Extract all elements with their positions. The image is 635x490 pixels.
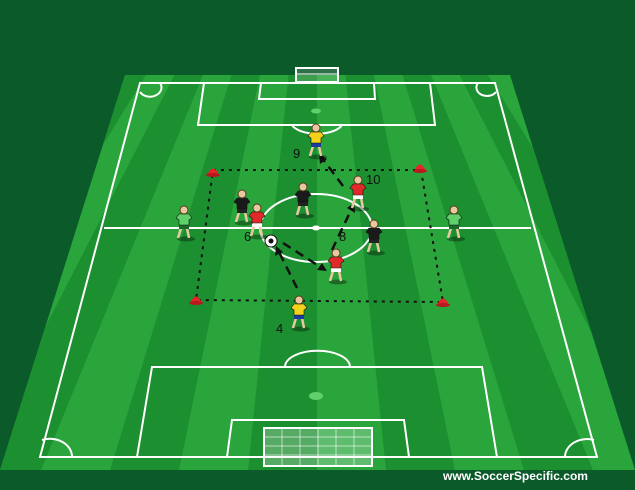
player-red-8: [327, 248, 347, 285]
movement-arrows: [276, 157, 354, 289]
touchline-boundary: [38, 82, 599, 458]
top-goal-area: [257, 82, 377, 100]
pass-arrow-ball-to-8: [282, 241, 323, 270]
label-4: 4: [276, 321, 283, 336]
player-yellow-9: [307, 123, 327, 160]
bottom-penalty-arc: [284, 349, 351, 368]
cone-top-right: [413, 164, 427, 173]
player-green-left: [175, 205, 195, 242]
grid-boundary: [194, 169, 445, 304]
player-black-2: [294, 182, 314, 219]
bottom-penalty-area: [136, 366, 498, 458]
top-penalty-spot: [311, 108, 321, 114]
cone-top-left: [206, 168, 220, 177]
corner-arc-tl: [139, 82, 163, 98]
top-goal: [295, 67, 339, 83]
player-green-right: [445, 205, 465, 242]
label-8: 8: [339, 229, 346, 244]
corner-arc-tr: [475, 82, 497, 97]
watermark: www.SoccerSpecific.com: [442, 469, 588, 483]
cone-bottom-right: [436, 298, 450, 307]
corner-arc-bl: [41, 437, 74, 458]
corner-arc-br: [564, 438, 595, 458]
pass-arrow-4-to-ball: [276, 249, 299, 289]
ball: [264, 234, 278, 248]
bottom-goal: [263, 427, 373, 467]
pass-arrow-8-to-10: [330, 207, 354, 251]
center-spot: [312, 225, 320, 231]
cone-bottom-left: [189, 296, 203, 305]
player-black-3: [365, 219, 385, 256]
label-9: 9: [293, 146, 300, 161]
players: [175, 123, 465, 332]
label-10: 10: [366, 172, 380, 187]
player-black-1: [233, 189, 253, 226]
pass-arrow-10-to-9: [321, 157, 344, 187]
bottom-goal-area: [226, 419, 410, 458]
player-red-6: [248, 203, 268, 240]
label-6: 6: [244, 229, 251, 244]
player-red-10: [349, 175, 369, 212]
bottom-penalty-spot: [309, 392, 323, 400]
player-yellow-4: [290, 295, 310, 332]
